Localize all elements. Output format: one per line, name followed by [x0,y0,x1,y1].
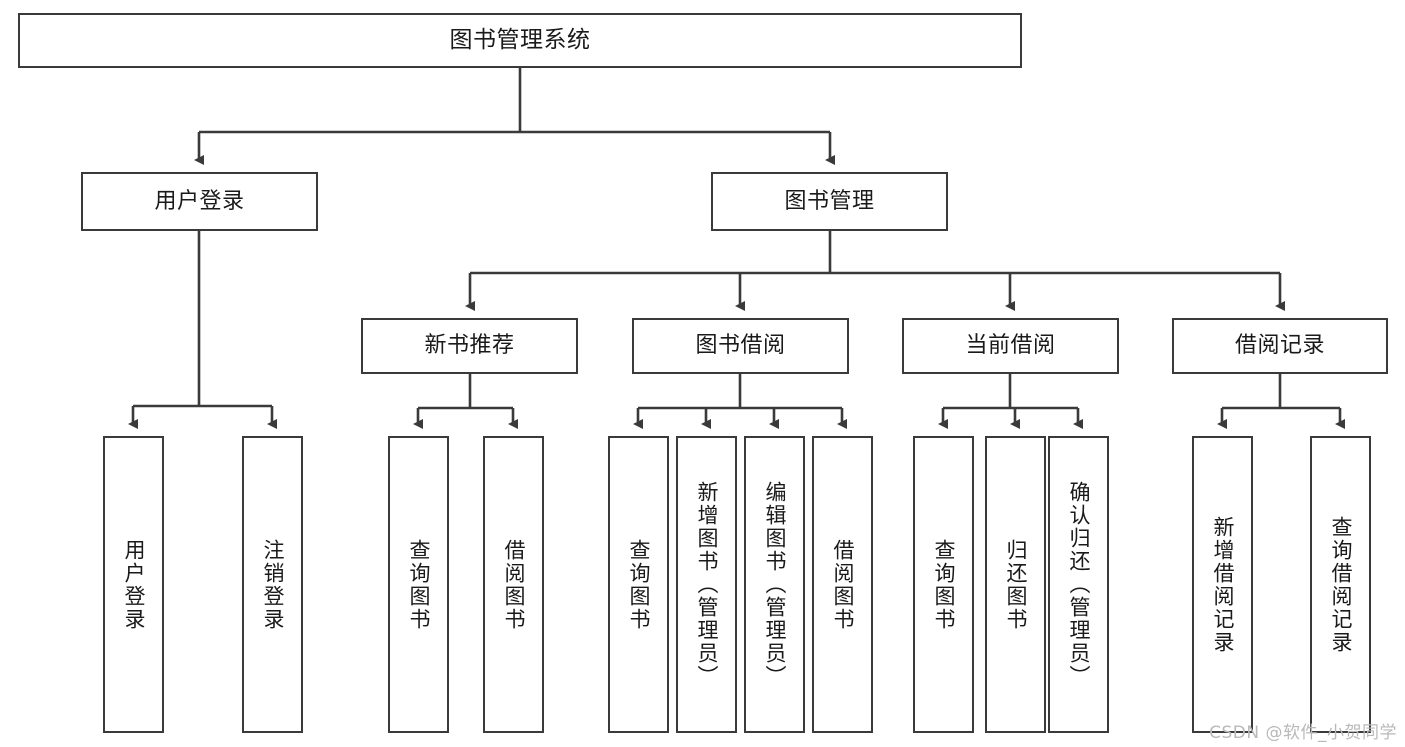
leaf-label: 确认归还（管理员） [1067,481,1091,688]
leaf-label: 借阅图书 [502,538,526,631]
node-user-login[interactable]: 用户登录 [81,172,318,231]
leaf-borrow-record-add[interactable]: 新增借阅记录 [1192,436,1253,733]
leaf-label: 注销登录 [261,538,285,631]
leaf-label: 归还图书 [1004,538,1028,631]
leaf-current-borrow-query[interactable]: 查询图书 [913,436,974,733]
node-current-borrow-label: 当前借阅 [965,333,1056,359]
leaf-label: 查询图书 [627,538,651,631]
node-book-borrow-label: 图书借阅 [695,333,786,359]
leaf-label: 新增借阅记录 [1211,515,1235,654]
leaf-current-borrow-confirm-return[interactable]: 确认归还（管理员） [1048,436,1109,733]
node-root-label: 图书管理系统 [449,26,591,53]
node-current-borrow[interactable]: 当前借阅 [902,318,1119,374]
node-book-borrow[interactable]: 图书借阅 [632,318,849,374]
node-root[interactable]: 图书管理系统 [18,13,1022,68]
leaf-book-borrow-add[interactable]: 新增图书（管理员） [676,436,737,733]
node-book-management[interactable]: 图书管理 [711,172,948,231]
leaf-label: 查询图书 [407,538,431,631]
node-book-management-label: 图书管理 [784,188,875,214]
leaf-new-book-borrow[interactable]: 借阅图书 [483,436,544,733]
node-user-login-label: 用户登录 [154,188,245,214]
leaf-current-borrow-return[interactable]: 归还图书 [985,436,1046,733]
leaf-borrow-record-query[interactable]: 查询借阅记录 [1310,436,1371,733]
node-borrow-record-label: 借阅记录 [1234,333,1325,359]
csdn-watermark: CSDN @软件_小贺同学 [1209,723,1397,743]
node-new-book-recommend-label: 新书推荐 [424,333,515,359]
node-new-book-recommend[interactable]: 新书推荐 [361,318,578,374]
leaf-user-login-signout[interactable]: 注销登录 [242,436,303,733]
leaf-label: 查询图书 [932,538,956,631]
node-borrow-record[interactable]: 借阅记录 [1172,318,1388,374]
leaf-label: 借阅图书 [831,538,855,631]
leaf-label: 新增图书（管理员） [695,481,719,688]
leaf-user-login-signin[interactable]: 用户登录 [103,436,164,733]
leaf-book-borrow-query[interactable]: 查询图书 [608,436,669,733]
leaf-book-borrow-edit[interactable]: 编辑图书（管理员） [744,436,805,733]
leaf-label: 编辑图书（管理员） [763,481,787,688]
leaf-book-borrow-borrow[interactable]: 借阅图书 [812,436,873,733]
leaf-new-book-query[interactable]: 查询图书 [388,436,449,733]
leaf-label: 查询借阅记录 [1329,515,1353,654]
leaf-label: 用户登录 [122,538,146,631]
